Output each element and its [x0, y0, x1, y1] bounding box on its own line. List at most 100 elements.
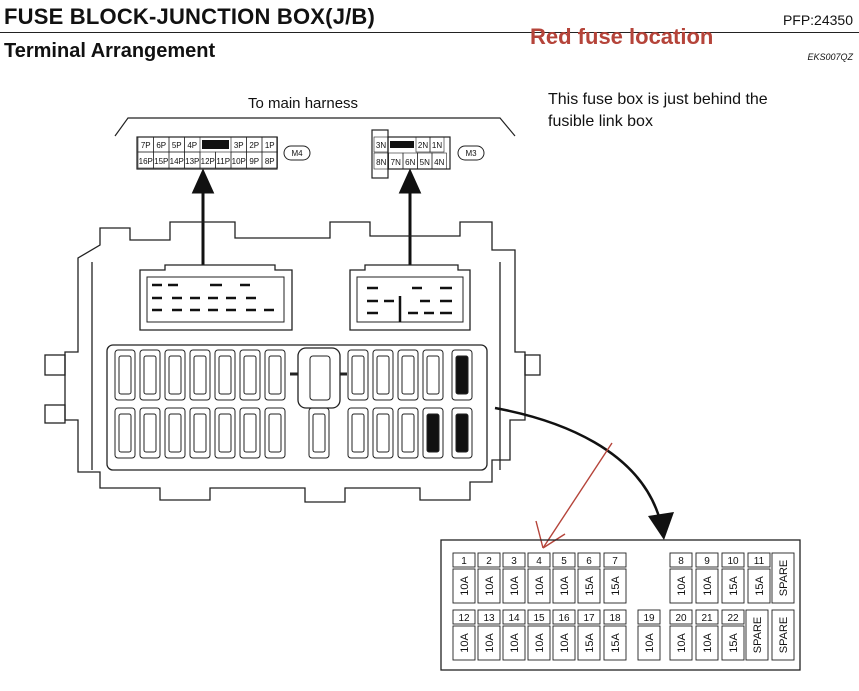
m4-pin-label: 11P [216, 157, 230, 166]
fuse-rating: 10A [459, 576, 471, 596]
fuse-rating-cell [577, 625, 601, 661]
fuse-rating: SPARE [752, 617, 764, 653]
fuse-number: 15 [533, 613, 545, 624]
m3-cell [373, 136, 389, 153]
fuse-rating-cell [695, 625, 719, 661]
bay-slot [189, 349, 211, 401]
fuse-rating-cell [771, 609, 795, 661]
fuse-rating-cell [502, 625, 526, 661]
fuse-rating-cell [669, 625, 693, 661]
fuse-number-cell [637, 609, 661, 625]
fuse-number: 7 [612, 556, 618, 567]
figure-code: EKS007QZ [807, 52, 853, 62]
m3-pin-label: 4N [434, 158, 444, 167]
m4-pin-label: 8P [265, 157, 275, 166]
fuse-rating-cell [721, 625, 745, 661]
fuse-number: 16 [558, 613, 570, 624]
fuse-rating: 10A [534, 633, 546, 653]
bay-slot [422, 349, 444, 401]
fuse-rating-cell [577, 568, 601, 604]
fuse-number: 4 [536, 556, 542, 567]
location-note: This fuse box is just behind the fusible… [548, 91, 768, 130]
m3-pin-label: 3N [376, 141, 386, 150]
fuse-rating-cell [695, 568, 719, 604]
fuse-number: 10 [727, 556, 739, 567]
bay-slot-fuse [268, 355, 282, 395]
bay-slot [239, 349, 261, 401]
fuse-rating-cell [721, 568, 745, 604]
housing-socket-m4 [139, 264, 293, 331]
m3-key [390, 141, 414, 148]
m4-pin-label: 14P [170, 157, 184, 166]
m4-pin-label: 7P [141, 141, 151, 150]
bay-slot-fuse [118, 413, 132, 453]
fuse-number: 11 [754, 556, 765, 567]
m3-cell [429, 136, 445, 153]
m4-pin-label: 2P [249, 141, 259, 150]
fuse-rating: 10A [484, 633, 496, 653]
bay-slot-fuse [143, 413, 157, 453]
fuse-rating: 15A [728, 576, 740, 596]
fuse-number: 9 [704, 556, 710, 567]
fuse-number-cell [477, 552, 501, 568]
fuse-number: 2 [486, 556, 492, 567]
fuse-rating-cell [552, 625, 576, 661]
bay-slot [214, 407, 236, 459]
m4-pin-label: 1P [265, 141, 275, 150]
bay-center-fuse [309, 355, 331, 401]
fuse-number: 8 [678, 556, 684, 567]
harness-bracket [114, 117, 516, 137]
bay-slot-fuse [218, 413, 232, 453]
fuse-number-cell [747, 552, 771, 568]
fuse-number-cell [669, 609, 693, 625]
fuse-number-cell [577, 609, 601, 625]
junction-box-housing [44, 221, 541, 503]
fuse-rating-cell [502, 568, 526, 604]
fuse-rating: 10A [509, 633, 521, 653]
red-fuse-heading: Red fuse location [530, 24, 714, 49]
fuse-rating: 15A [610, 576, 622, 596]
bay-slot-fuse [426, 355, 440, 395]
fuse-number: 21 [701, 613, 713, 624]
fuse-rating-cell [603, 568, 627, 604]
bay-slot-fuse [455, 413, 469, 453]
bay-slot [264, 349, 286, 401]
fuse-number-cell [452, 609, 476, 625]
fuse-number-cell [477, 609, 501, 625]
bay-slot [239, 407, 261, 459]
fuse-number-cell [603, 552, 627, 568]
fuse-rating: 10A [559, 576, 571, 596]
fuse-rating-cell [477, 568, 501, 604]
m4-pin-label: 3P [234, 141, 244, 150]
bay-slot-fuse [312, 413, 326, 453]
fuse-rating: 10A [509, 576, 521, 596]
fuse-rating: 10A [702, 576, 714, 596]
m3-pin-label: 6N [405, 158, 415, 167]
m4-pin-label: 5P [172, 141, 182, 150]
fuse-rating: 10A [484, 576, 496, 596]
m4-pin-label: 12P [201, 157, 215, 166]
m4-pin-label: 4P [187, 141, 197, 150]
m4-key [202, 140, 229, 149]
fuse-rating-cell [637, 625, 661, 661]
bay-slot [308, 407, 330, 459]
bay-slot [214, 349, 236, 401]
fuse-number-cell [527, 609, 551, 625]
fuse-rating: 10A [559, 633, 571, 653]
connector-m4-label: M4 [291, 149, 303, 158]
fuse-rating-cell [745, 609, 769, 661]
bay-slot-fuse [455, 355, 469, 395]
fuse-number: 20 [675, 613, 687, 624]
bay-slot-fuse [218, 355, 232, 395]
m3-socket-pins [367, 286, 452, 322]
connector-m3-label: M3 [465, 149, 477, 158]
fuse-number: 22 [727, 613, 739, 624]
fuse-rating-cell [603, 625, 627, 661]
page-title: FUSE BLOCK-JUNCTION BOX(J/B) [4, 4, 376, 29]
bay-slot-fuse [168, 413, 182, 453]
fuse-chart: 110A210A310A410A510A615A715A810A910A1015… [452, 552, 795, 661]
fuse-number: 13 [483, 613, 495, 624]
